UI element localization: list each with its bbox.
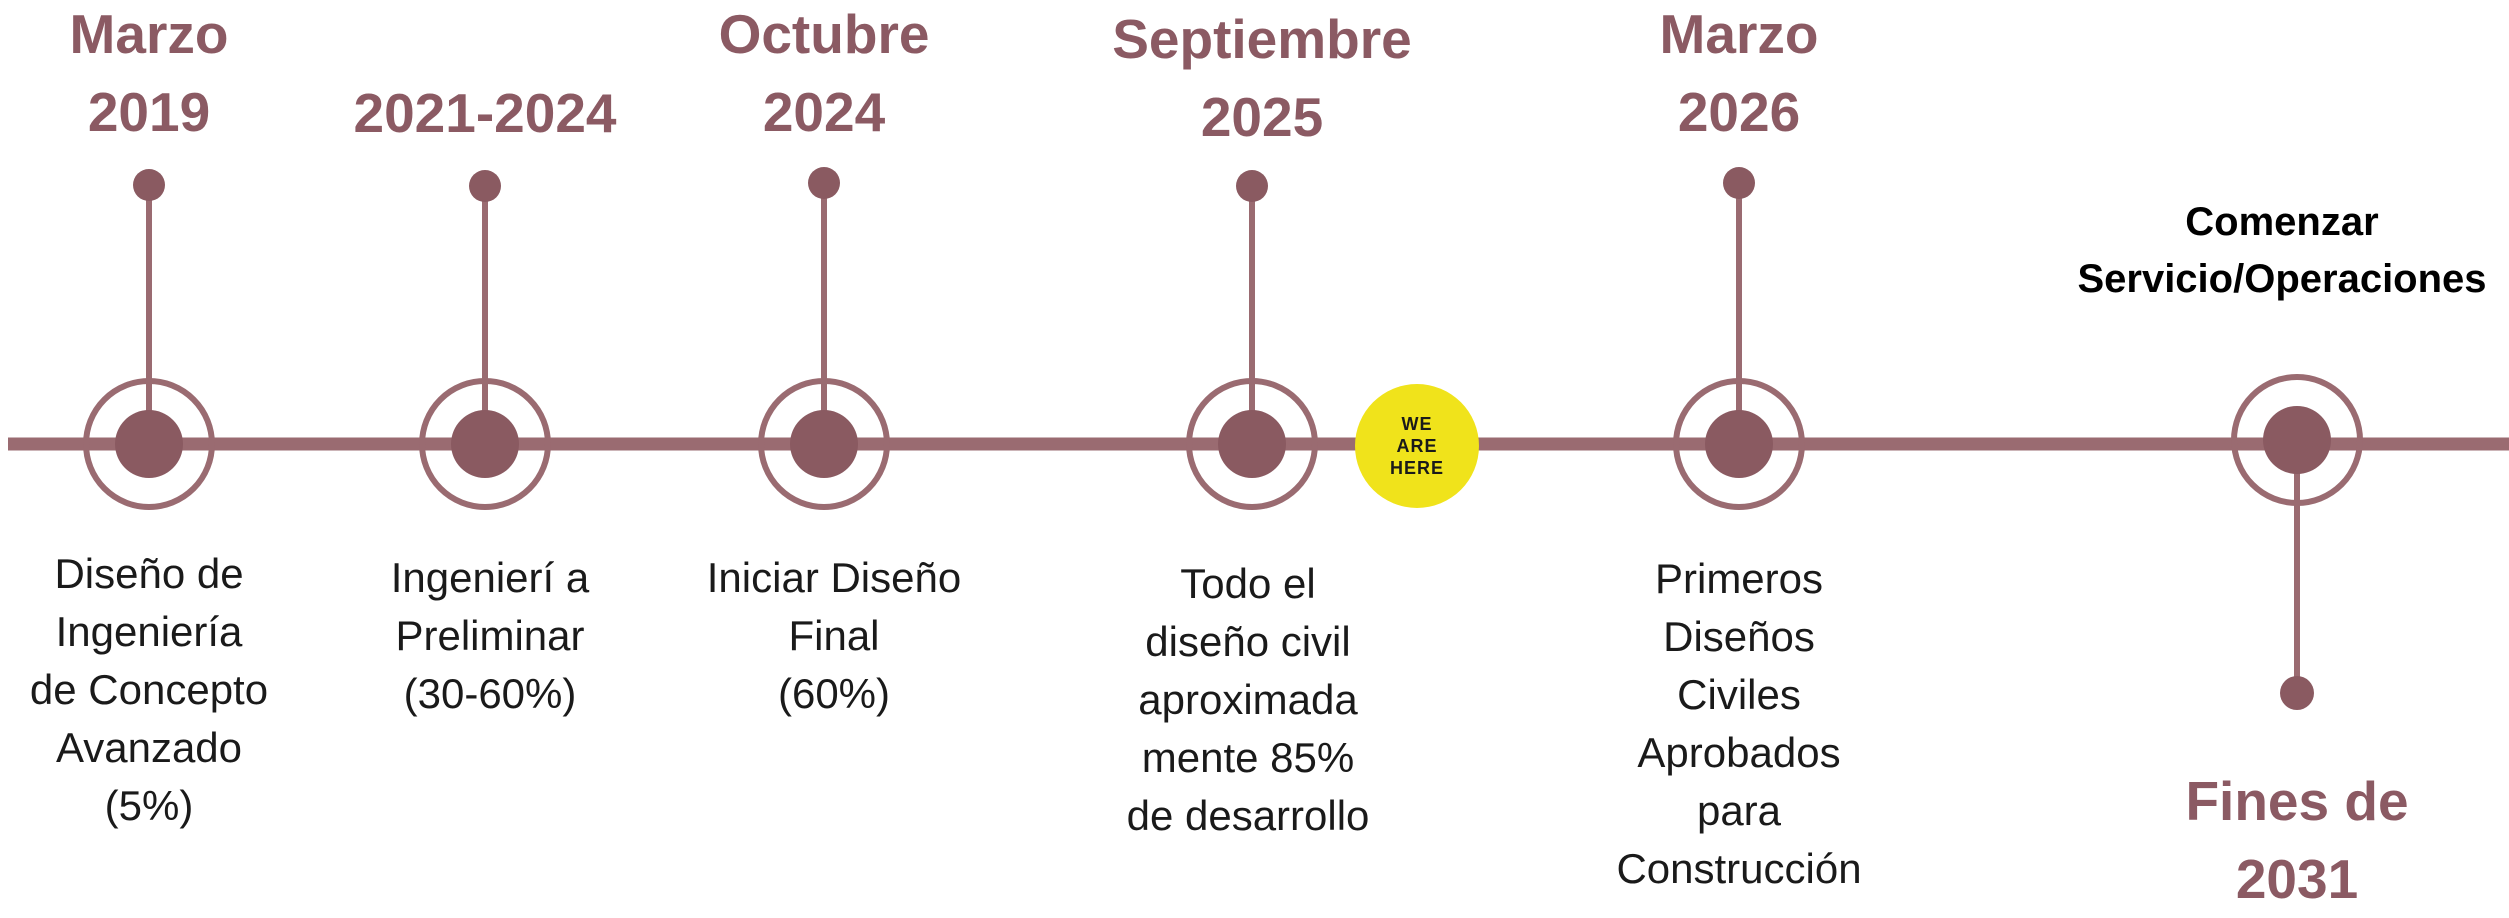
milestone-date-octubre-2024: Octubre 2024 xyxy=(718,3,930,143)
milestone-desc-1: Diseño de Ingeniería de Concepto Avanzad… xyxy=(29,550,269,829)
milestone-marker-4 xyxy=(1186,170,1318,510)
milestone-dot xyxy=(1218,410,1286,478)
we-are-here-badge-circle xyxy=(1355,384,1479,508)
milestone-stem-dot xyxy=(1236,170,1268,202)
milestone-ring xyxy=(1673,378,1805,510)
milestone-marker-5 xyxy=(1673,167,1805,510)
milestone-marker-1 xyxy=(83,169,215,510)
milestone-dot xyxy=(115,410,183,478)
milestone-ring xyxy=(419,378,551,510)
milestone-desc-2: Ingenierí a Preliminar (30-60%) xyxy=(390,554,590,717)
milestone-stem-dot xyxy=(469,170,501,202)
milestone-marker-2 xyxy=(419,170,551,510)
milestone-ring xyxy=(1186,378,1318,510)
milestone-date-fines-2031: Fines de 2031 xyxy=(2185,770,2409,910)
milestone-date-marzo-2026: Marzo 2026 xyxy=(1659,3,1819,143)
milestone-dot xyxy=(2263,406,2331,474)
milestone-ring xyxy=(2231,374,2363,506)
milestone-date-marzo-2019: Marzo 2019 xyxy=(69,3,229,143)
milestone-desc-4: Todo el diseño civil aproximada mente 85… xyxy=(1126,560,1370,839)
milestone-stem-dot xyxy=(133,169,165,201)
milestone-marker-3 xyxy=(758,167,890,510)
milestone-date-2021-2024: 2021-2024 xyxy=(353,82,617,144)
we-are-here-badge xyxy=(1355,384,1479,508)
milestone-dot xyxy=(1705,410,1773,478)
milestone-desc-5: Primeros Diseños Civiles Aprobados para … xyxy=(1616,555,1862,892)
milestone-ring xyxy=(758,378,890,510)
milestone-dot xyxy=(790,410,858,478)
we-are-here-badge-label: WE ARE HERE xyxy=(1389,414,1444,478)
milestone-desc-6: Comenzar Servicio/Operaciones xyxy=(2077,200,2487,301)
milestone-desc-3: Iniciar Diseño Final (60%) xyxy=(706,554,962,717)
milestone-date-septiembre-2025: Septiembre 2025 xyxy=(1112,8,1412,148)
milestone-stem-dot xyxy=(2280,676,2314,710)
milestone-marker-6 xyxy=(2231,374,2363,710)
milestone-stem-dot xyxy=(1723,167,1755,199)
milestone-stem-dot xyxy=(808,167,840,199)
milestone-ring xyxy=(83,378,215,510)
milestone-dot xyxy=(451,410,519,478)
